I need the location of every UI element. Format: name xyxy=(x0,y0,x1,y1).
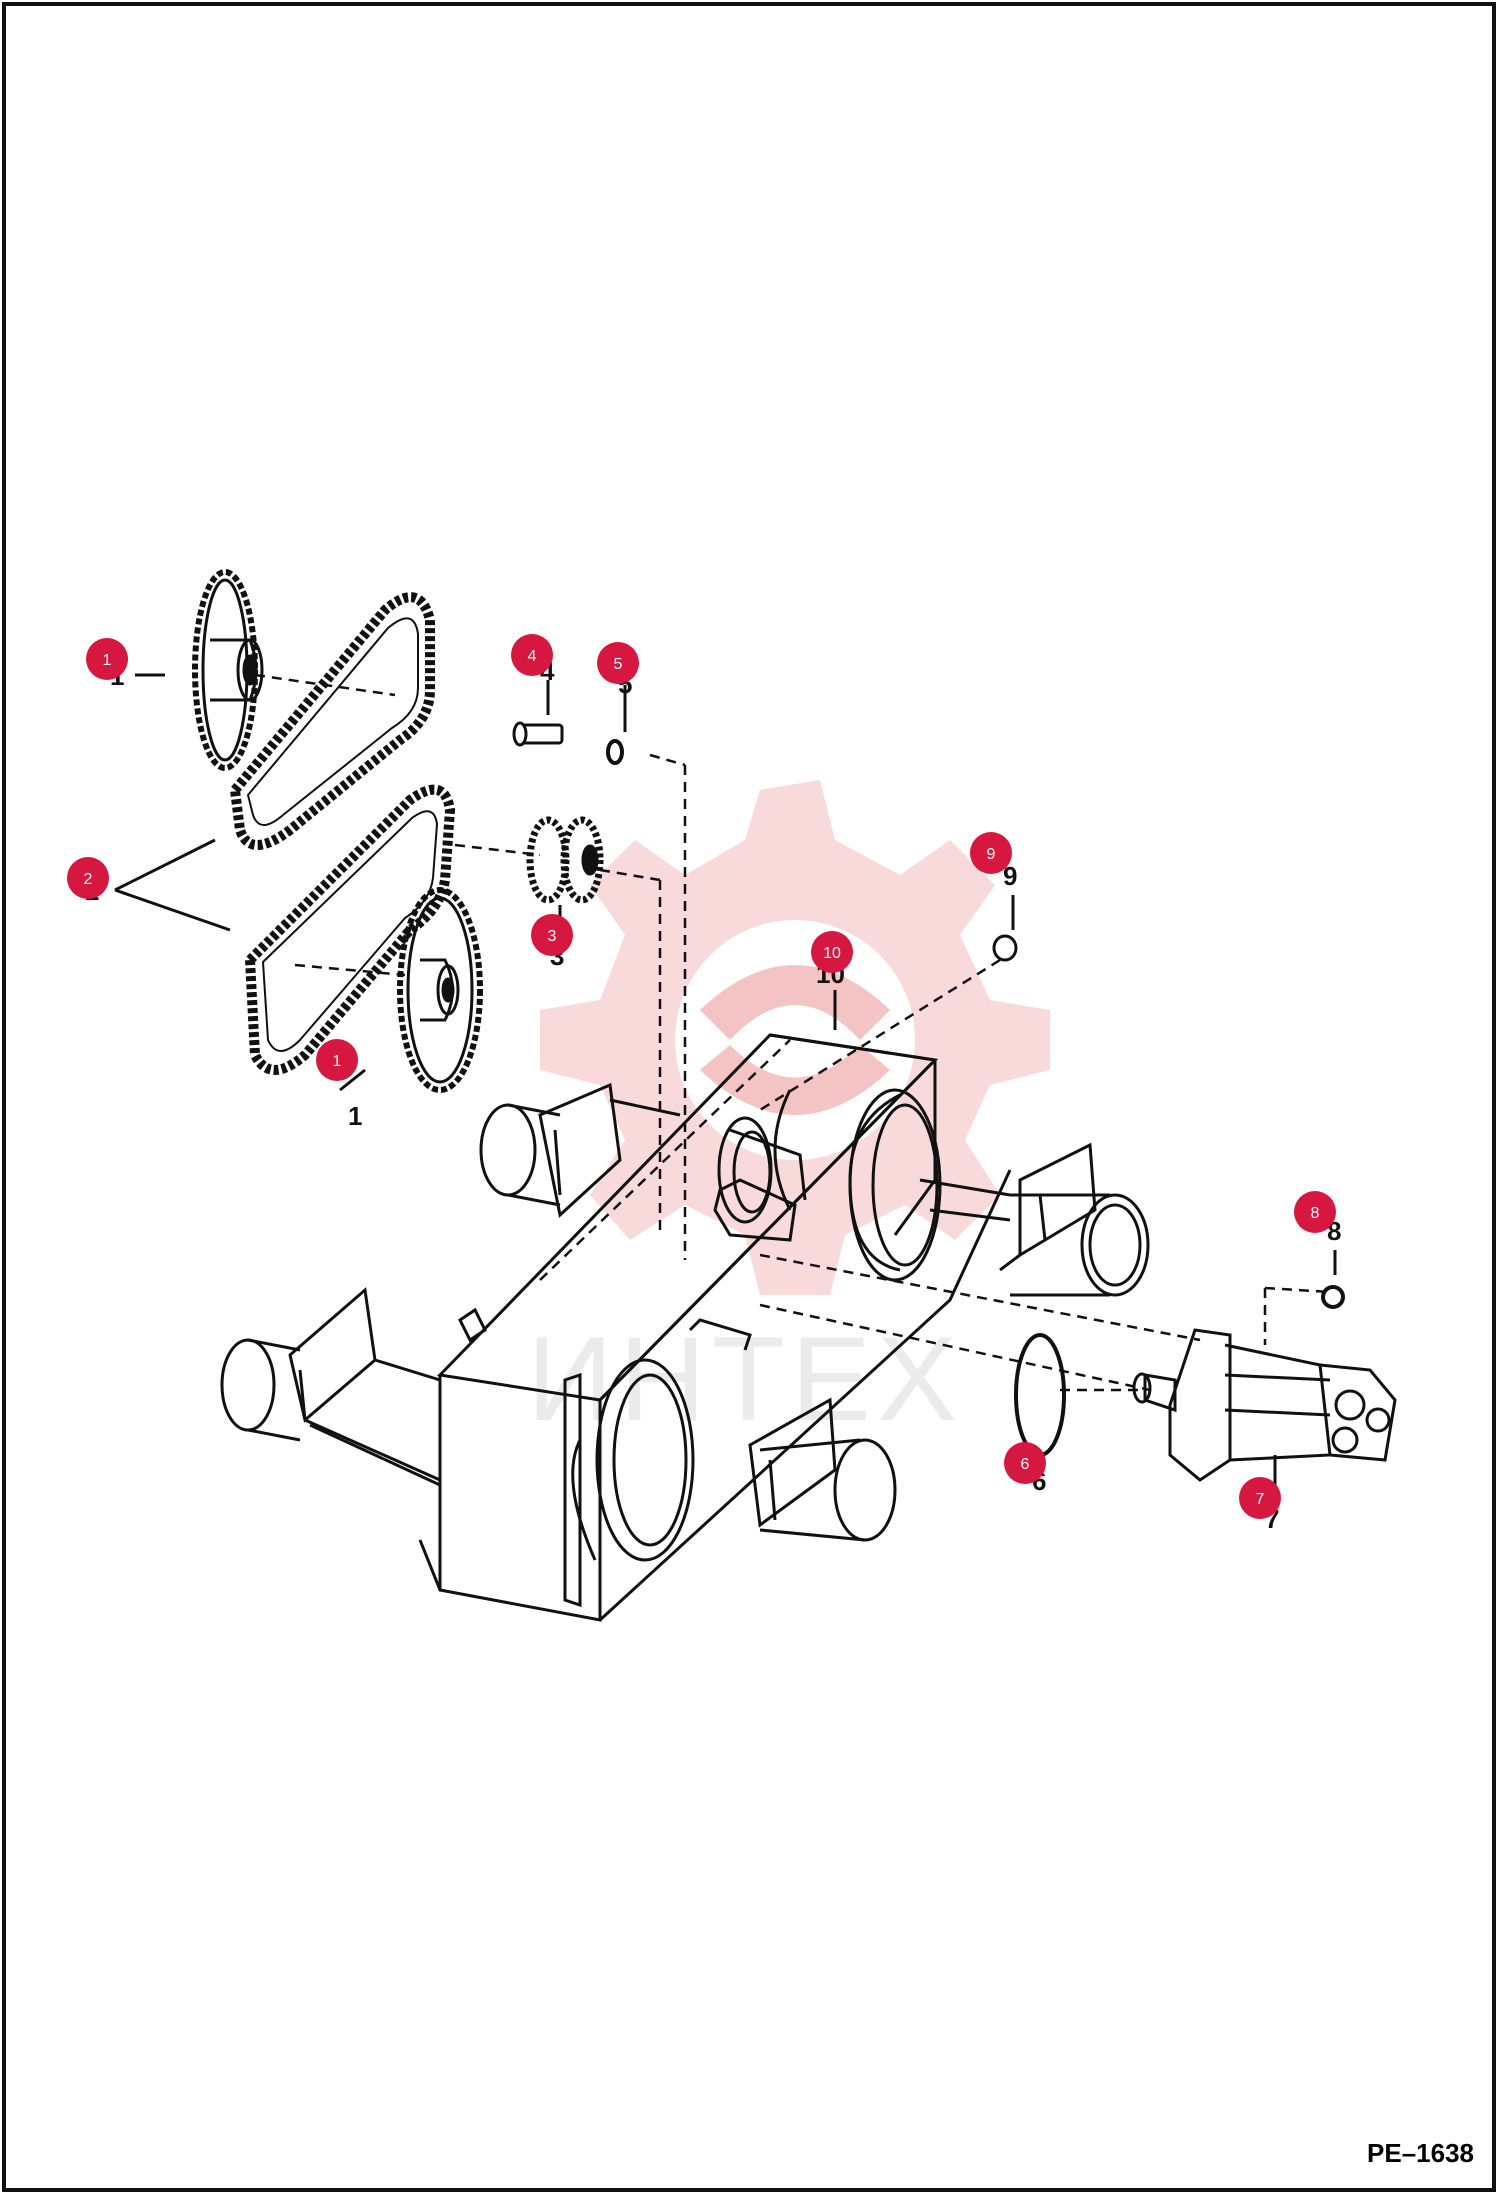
bolt xyxy=(512,680,564,747)
svg-text:5: 5 xyxy=(614,656,623,673)
svg-text:3: 3 xyxy=(548,928,557,945)
washer xyxy=(606,685,627,765)
callout-badge-9[interactable]: 9 xyxy=(970,832,1012,874)
callout-badge-8[interactable]: 8 xyxy=(1294,1191,1336,1233)
callout-badge-3[interactable]: 3 xyxy=(531,914,573,956)
svg-text:4: 4 xyxy=(528,648,537,665)
diagram-code: PE–1638 xyxy=(1367,2138,1474,2168)
drawing-linework xyxy=(114,569,1397,1622)
watermark-logo: ИНТЕХ xyxy=(527,780,1050,1446)
callout-badge-10[interactable]: 10 xyxy=(811,931,853,973)
assembly-lines xyxy=(254,673,1331,1392)
svg-text:10: 10 xyxy=(823,945,841,962)
callout-badge-2[interactable]: 2 xyxy=(67,857,109,899)
sprocket-upper xyxy=(192,569,264,771)
trailing-arm-frame xyxy=(220,1033,1150,1622)
svg-text:1: 1 xyxy=(103,652,112,669)
callout-badge-6[interactable]: 6 xyxy=(1004,1442,1046,1484)
svg-text:8: 8 xyxy=(1311,1205,1320,1222)
callout-badge-7[interactable]: 7 xyxy=(1239,1477,1281,1519)
callout-badge-1b[interactable]: 1 xyxy=(316,1039,358,1081)
nut xyxy=(1321,1285,1345,1309)
callout-number-9: 9 xyxy=(1003,861,1017,891)
callout-badge-5[interactable]: 5 xyxy=(597,642,639,684)
sprocket-lower xyxy=(397,887,483,1093)
svg-text:9: 9 xyxy=(987,846,996,863)
plug xyxy=(992,895,1018,962)
idler-sprocket xyxy=(526,816,604,904)
callout-badge-1a[interactable]: 1 xyxy=(86,638,128,680)
svg-text:7: 7 xyxy=(1256,1491,1265,1508)
callout-badge-4[interactable]: 4 xyxy=(511,634,553,676)
callout-number-1b: 1 xyxy=(348,1101,362,1131)
svg-text:2: 2 xyxy=(84,871,93,888)
callout-badges[interactable]: 1 1 2 3 4 5 6 7 xyxy=(67,634,1336,1519)
leader-1b xyxy=(339,1068,366,1092)
hydraulic-motor xyxy=(1132,1328,1397,1482)
leader-2b xyxy=(114,888,231,932)
svg-text:6: 6 xyxy=(1021,1456,1030,1473)
leader-2a xyxy=(114,838,216,892)
chain-upper xyxy=(229,592,435,850)
svg-text:1: 1 xyxy=(333,1053,342,1070)
